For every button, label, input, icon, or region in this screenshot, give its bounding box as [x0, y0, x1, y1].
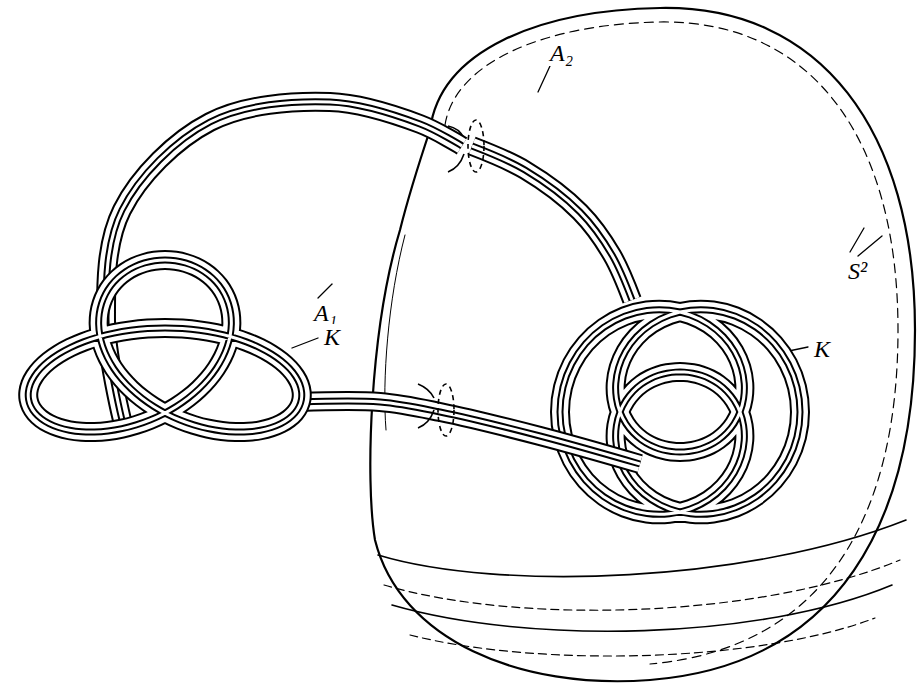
label-leader	[538, 66, 550, 92]
arc-tube-a2-stroke	[472, 146, 632, 300]
label-leader	[850, 228, 864, 252]
band-line	[392, 585, 892, 631]
label-leader	[292, 338, 318, 348]
tube-mouth	[418, 120, 484, 436]
knot-tube-left-stroke	[28, 260, 302, 432]
sphere-inner-dashed	[445, 22, 898, 664]
knot-tube-right-stroke	[560, 310, 800, 515]
knot-tube-right-stroke	[560, 310, 800, 515]
arc-tube-lower-stroke	[300, 401, 640, 464]
label-leader	[318, 284, 332, 298]
knot-tube-left-stroke	[28, 260, 302, 432]
mouth-flare	[418, 384, 434, 428]
sphere-label: S²	[846, 258, 869, 284]
mouth-ring	[468, 120, 484, 172]
arc-tube-a2	[472, 146, 632, 300]
knot-label: K	[812, 336, 832, 362]
knot-tube-left-stroke	[28, 260, 302, 432]
arc-tube-a2-stroke	[472, 146, 632, 300]
band-line	[378, 520, 906, 577]
knot-tube-right-stroke	[560, 310, 800, 515]
arc-tube-a2-stroke	[472, 146, 632, 300]
label-leader	[858, 236, 882, 256]
arc-label: A₂	[548, 40, 575, 66]
knot-tube-right-stroke	[560, 310, 800, 515]
arc-tube-lower-stroke	[300, 401, 640, 464]
knot-tube-left	[28, 260, 302, 432]
arc-tube-a2-stroke	[472, 146, 632, 300]
band-line	[410, 618, 875, 656]
knot-tube-left-stroke	[28, 260, 302, 432]
sphere-outline	[370, 8, 915, 681]
band-line	[384, 560, 900, 610]
mouth-ring	[438, 384, 454, 436]
knot-tube-right	[560, 310, 800, 515]
arc-tube-lower-stroke	[300, 401, 640, 464]
arc-tube-lower-stroke	[300, 401, 640, 464]
arc-label: A₁	[312, 300, 339, 326]
knot-label: K	[322, 324, 342, 350]
arc-tube-lower	[300, 401, 640, 464]
